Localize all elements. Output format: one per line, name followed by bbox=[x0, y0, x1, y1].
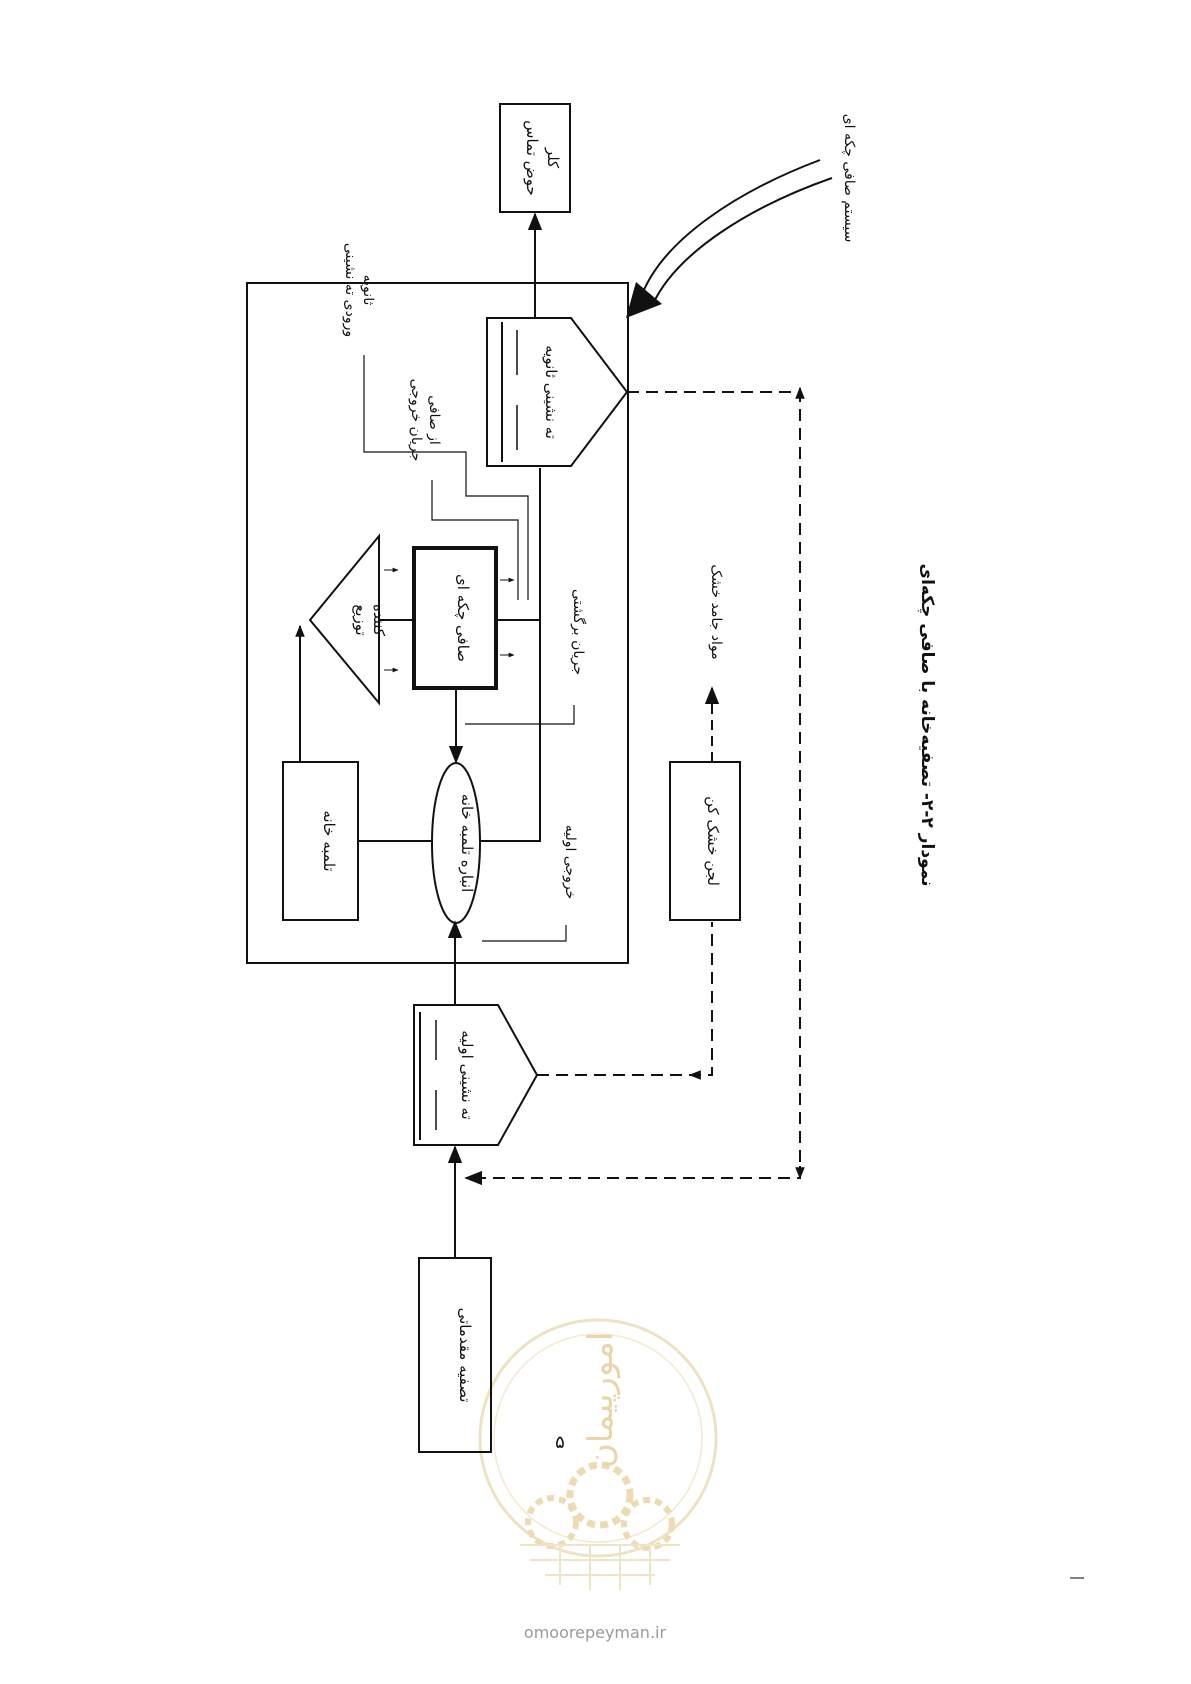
page-number: ۵ bbox=[555, 1432, 565, 1453]
secondary-settling-tank: ته نشینی ثانویه bbox=[486, 317, 629, 467]
label-recirculation: جریان برگشتی bbox=[570, 589, 587, 675]
svg-text:توزیع: توزیع bbox=[352, 604, 370, 635]
leader-filter-effluent bbox=[431, 480, 519, 600]
label-filter-effluent-2: از صافی bbox=[426, 395, 442, 445]
leader-secondary-inflow bbox=[363, 355, 529, 600]
gear-emblem-icon bbox=[520, 1461, 680, 1590]
svg-text:تصفیه مقدماتی: تصفیه مقدماتی bbox=[456, 1308, 474, 1403]
primary-settling-tank: ته نشینی اولیه bbox=[413, 1004, 539, 1146]
watermark-emblem: امورپیمان bbox=[478, 1318, 718, 1590]
system-frame bbox=[246, 282, 629, 964]
label-primary-effluent: خروجی اولیه bbox=[562, 825, 578, 900]
watermark-url: omoorepeyman.ir bbox=[524, 1623, 667, 1642]
flow-recirculation-line bbox=[480, 620, 541, 842]
svg-text:ته نشینی ثانویه: ته نشینی ثانویه bbox=[542, 345, 560, 439]
svg-text:ته نشینی اولیه: ته نشینی اولیه bbox=[458, 1030, 476, 1119]
sludge-drying-bed-box: لجن خشک کن bbox=[669, 761, 741, 921]
label-dry-solids: مواد جامد خشک bbox=[708, 564, 724, 659]
pump-station-box: تلمبه خانه bbox=[282, 761, 359, 921]
label-system: سیستم صافی چکه ای bbox=[841, 114, 857, 243]
label-secondary-inflow-2: ثانویه bbox=[360, 275, 376, 306]
label-filter-effluent-1: جریان خروجی bbox=[408, 379, 424, 462]
svg-text:صافی چکه ای: صافی چکه ای bbox=[454, 574, 472, 662]
chlorine-contact-tank-box: حوض تماس کلر bbox=[499, 103, 571, 213]
svg-text:انباره تلمبه خانه: انباره تلمبه خانه bbox=[458, 794, 476, 893]
figure-caption: نمودار ۲-۲- تصفیه‌خانه با صافی چکه‌ای bbox=[917, 564, 937, 887]
pump-reservoir: انباره تلمبه خانه bbox=[431, 762, 481, 924]
svg-text:کلر: کلر bbox=[544, 147, 562, 169]
trickling-filter-box: صافی چکه ای bbox=[412, 546, 515, 690]
svg-text:تلمبه خانه: تلمبه خانه bbox=[320, 810, 338, 871]
svg-text:لجن خشک کن: لجن خشک کن bbox=[704, 796, 722, 886]
sludge-line-secondary-return bbox=[468, 391, 801, 1179]
svg-text:حوض تماس: حوض تماس bbox=[523, 120, 541, 196]
watermark-logo-text: امورپیمان bbox=[581, 1332, 621, 1468]
sludge-line-primary-to-drying bbox=[537, 922, 713, 1076]
label-secondary-inflow-1: ورودی ته نشینی bbox=[342, 243, 358, 337]
leader-recirculation bbox=[465, 705, 575, 725]
leader-primary-effluent bbox=[482, 925, 567, 942]
system-pointer-arrow bbox=[626, 159, 833, 318]
